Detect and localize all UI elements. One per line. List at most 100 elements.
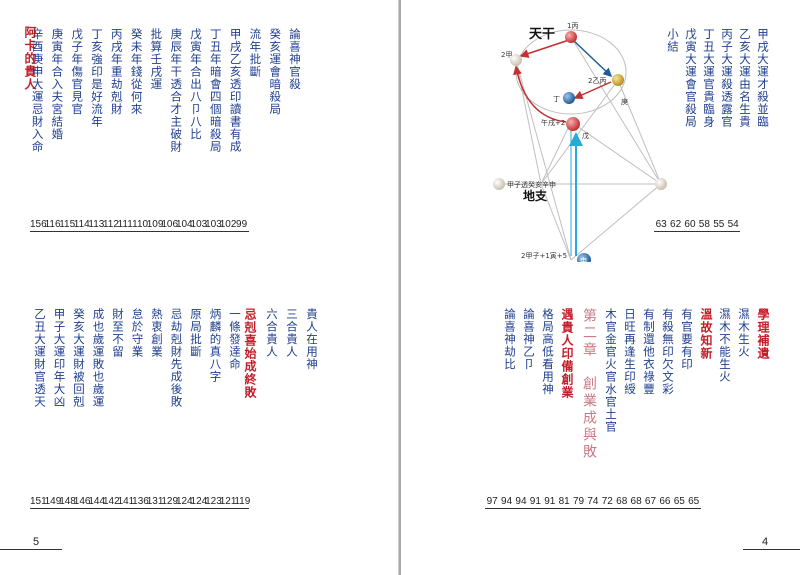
page-num: 72 (601, 496, 613, 507)
page-num: 144 (88, 496, 106, 507)
node-right (655, 178, 667, 190)
page-num: 151 (30, 496, 47, 507)
node-label-0: 1丙 (567, 22, 578, 30)
right-page: 天干 地支 1丙 2甲 2乙丙 庚 丁 午戌+2 戊 甲子透癸亥辛申 2甲子+1… (401, 0, 800, 575)
node-label-3: 庚 (621, 97, 628, 106)
page-num: 81 (558, 496, 570, 507)
toc-item: 甲子大運印年大凶 (52, 308, 67, 408)
toc-item: 怠於守業 (130, 308, 145, 358)
toc-item: 有殺無印欠文彩 (661, 308, 675, 396)
toc-item: 論喜神乙卩 (522, 308, 536, 371)
node-wu (566, 117, 580, 131)
page-num: 99 (236, 219, 248, 230)
toc-item: 熱衷創業 (150, 308, 164, 358)
earth-label: 地支 (523, 188, 548, 203)
node-shen (577, 253, 591, 262)
arrow-red-1 (519, 39, 570, 58)
page-num: 103 (205, 219, 222, 230)
node-yi (612, 74, 624, 86)
node-left (493, 178, 505, 190)
node-jia (510, 54, 522, 66)
page-num: 67 (644, 496, 657, 507)
page-num: 97 (486, 496, 498, 507)
page-num: 111 (117, 219, 133, 230)
page-num: 94 (515, 496, 527, 507)
toc-item: 木官金官火官水官土官 (604, 308, 618, 433)
page-num: 62 (670, 219, 682, 230)
toc-item: 六合貴人 (265, 308, 279, 358)
footer-rule-right (743, 549, 800, 550)
node-bing (565, 31, 577, 43)
toc-item: 庚辰年干透合才主破財 (169, 28, 184, 153)
toc-item: 戊寅年合出八卩八比 (189, 28, 203, 141)
diagram-lines (499, 29, 662, 261)
page-num: 65 (688, 496, 700, 507)
node-ren (563, 92, 575, 104)
page-num: 123 (205, 496, 222, 507)
page-num: 156 (30, 219, 47, 230)
ganzhi-diagram: 天干 地支 1丙 2甲 2乙丙 庚 丁 午戌+2 戊 甲子透癸亥辛申 2甲子+1… (493, 22, 667, 262)
arrow-red-3 (513, 65, 567, 123)
toc-item: 三合貴人 (285, 308, 299, 358)
node-label-8: 2甲子+1寅+5 (521, 251, 567, 260)
section-heading: 遇貴人印備創業 (560, 308, 574, 399)
toc-item: 戊子年傷官見官 (70, 28, 85, 116)
toc-item: 原局批斷 (189, 308, 203, 358)
page-num: 110 (132, 219, 149, 230)
toc-item: 貴人在用神 (305, 308, 319, 371)
page-num: 91 (544, 496, 556, 507)
left-page: 阿卡的貴人 論喜神官殺癸亥運會暗殺局流年批斷甲戌乙亥透印讀書有成丁丑年暗會四個暗… (0, 0, 399, 575)
toc-item: 丁亥強印是好流年 (90, 28, 104, 128)
toc-item: 批算壬戌運 (149, 28, 164, 91)
page-num: 65 (673, 496, 685, 507)
heading-fail-late: 忌剋喜始成終敗 (243, 308, 257, 399)
toc-item: 濕木生火 (737, 308, 751, 358)
node-label-9: 申 (580, 256, 587, 262)
page-num: 58 (698, 219, 710, 230)
heaven-label: 天干 (529, 27, 555, 42)
toc-item: 癸亥大運財被回剋 (72, 308, 86, 408)
page-num: 106 (161, 219, 179, 230)
book-spine (398, 0, 402, 575)
node-label-5: 午戌+2 (541, 118, 565, 127)
toc-item: 甲戌大運才殺並臨 (756, 28, 770, 128)
toc-item: 丙子大運殺透露官 (720, 28, 734, 128)
page-num: 113 (88, 219, 105, 230)
page-num: 91 (529, 496, 541, 507)
toc-item: 有制還他衣祿豐 (642, 308, 656, 396)
page-num: 121 (219, 496, 237, 507)
page-num: 114 (73, 219, 90, 230)
page-num: 129 (161, 496, 179, 507)
toc-item: 癸亥運會暗殺局 (268, 28, 283, 116)
toc-item: 財至不留 (111, 308, 125, 358)
page-num: 124 (190, 496, 208, 507)
section-heading: 溫故知新 (699, 308, 713, 360)
page-number-right: 4 (762, 536, 769, 548)
page-num: 102 (219, 219, 237, 230)
toc-item: 乙亥大運由名生貴 (738, 28, 752, 128)
section-heading: 學理補遺 (756, 308, 770, 360)
node-label-4: 丁 (553, 95, 560, 103)
page-num: 60 (684, 219, 696, 230)
page-num: 136 (132, 496, 149, 507)
page-num: 149 (44, 496, 62, 507)
toc-item: 炳麟的真八字 (208, 308, 223, 383)
toc-item: 論喜神官殺 (288, 28, 302, 91)
page-num: 124 (175, 496, 193, 507)
toc-item: 成也歲運敗也歲運 (91, 308, 106, 408)
toc-item: 乙丑大運財官透天 (33, 308, 47, 408)
page-num: 148 (59, 496, 76, 507)
toc-item: 戊寅大運會官殺局 (684, 28, 698, 128)
page-num: 116 (44, 219, 61, 230)
page-num: 74 (587, 496, 599, 507)
page-num: 131 (146, 496, 164, 507)
node-label-2: 2乙丙 (588, 77, 606, 85)
toc-item: 一條發達命 (228, 308, 242, 371)
page-number-left: 5 (33, 536, 40, 548)
page-num: 146 (73, 496, 91, 507)
toc-item: 論喜神劫比 (503, 308, 517, 371)
page-num: 104 (175, 219, 193, 230)
